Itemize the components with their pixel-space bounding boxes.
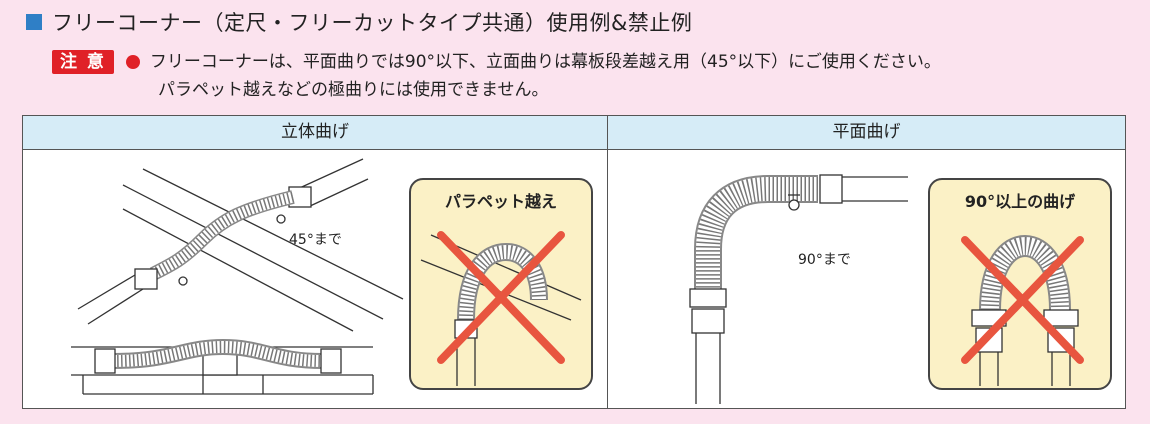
ng-card-title: パラペット越え [444, 192, 557, 211]
ng-card-parapet: パラペット越え [409, 178, 593, 390]
illustration-3d-bend [71, 158, 404, 395]
caution-line-2: パラペット越えなどの極曲りには使用できません。 [158, 80, 549, 100]
column-header-3d-bend: 立体曲げ [23, 116, 608, 150]
ng-card-title: 90°以上の曲げ [964, 192, 1076, 211]
ng-card-over-90: 90°以上の曲げ [928, 178, 1112, 390]
caution-note: 注 意 フリーコーナーは、平面曲りでは90°以下、立面曲りは幕板段差越え用（45… [52, 48, 941, 104]
illustration-plane-bend [689, 174, 908, 404]
column-divider [607, 149, 608, 408]
square-bullet-icon [26, 14, 42, 30]
heading-text: フリーコーナー（定尺・フリーカットタイプ共通）使用例&禁止例 [52, 11, 693, 35]
caution-line-1: フリーコーナーは、平面曲りでは90°以下、立面曲りは幕板段差越え用（45°以下）… [149, 52, 941, 72]
page-heading: フリーコーナー（定尺・フリーカットタイプ共通）使用例&禁止例 [26, 8, 692, 36]
caution-badge: 注 意 [52, 50, 114, 74]
angle-label-90: 90°まで [798, 252, 851, 268]
column-header-plane-bend: 平面曲げ [608, 116, 1125, 150]
cross-mark-icon [961, 236, 1084, 364]
red-dot-icon [125, 55, 140, 69]
angle-label-45: 45°まで [289, 232, 342, 248]
example-table: 立体曲げ 平面曲げ [22, 115, 1126, 409]
cross-mark-icon [437, 231, 565, 364]
